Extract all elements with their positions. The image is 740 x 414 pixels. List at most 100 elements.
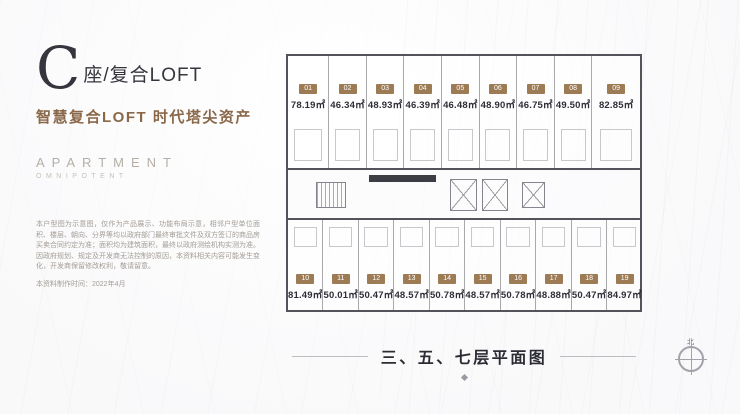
corridor-dark-bar (368, 175, 436, 182)
unit-number-badge: 19 (615, 274, 634, 284)
unit-number-badge: 12 (367, 274, 386, 284)
unit-area: 50.78㎡ (500, 290, 536, 301)
brand-line-apartment: APARTMENT (36, 155, 178, 171)
plan-unit: 11 50.01㎡ (322, 220, 358, 310)
unit-number-badge: 11 (331, 274, 350, 284)
caption-diamond-icon (460, 373, 468, 382)
unit-area: 48.57㎡ (465, 290, 500, 301)
plan-unit: 13 48.57㎡ (393, 220, 429, 310)
subtitle: 智慧复合LOFT 时代塔尖资产 (36, 109, 252, 127)
left-marketing-panel: C 座/复合LOFT 智慧复合LOFT 时代塔尖资产 APARTMENT OMN… (36, 34, 260, 289)
unit-interior-detail (600, 129, 633, 161)
unit-number-badge: 16 (509, 274, 528, 284)
plan-unit: 17 48.88㎡ (535, 220, 571, 310)
unit-number-badge: 03 (376, 84, 395, 94)
unit-number-badge: 14 (438, 274, 457, 284)
unit-interior-detail (506, 227, 530, 247)
plan-unit: 07 46.75㎡ (516, 56, 554, 168)
unit-area: 50.01㎡ (323, 290, 358, 301)
unit-interior-detail (523, 129, 548, 161)
unit-interior-detail (577, 227, 601, 247)
floor-plan: 01 78.19㎡ 02 46.34㎡ 03 48.93㎡ 04 46.39㎡ … (286, 54, 642, 312)
unit-interior-detail (612, 227, 637, 247)
caption-line-left (291, 355, 368, 357)
plan-unit: 10 81.49㎡ (288, 220, 322, 310)
plan-top-row: 01 78.19㎡ 02 46.34㎡ 03 48.93㎡ 04 46.39㎡ … (288, 56, 640, 168)
date-line: 本资料制作时间：2022年4月 (36, 280, 126, 288)
unit-number-badge: 07 (526, 84, 545, 94)
title-letter: C (36, 34, 81, 102)
unit-number-badge: 01 (299, 84, 318, 94)
plan-unit: 14 50.78㎡ (428, 220, 465, 310)
plan-unit: 05 46.48㎡ (441, 56, 479, 168)
unit-number-badge: 15 (473, 274, 492, 284)
unit-number-badge: 02 (338, 84, 357, 94)
plan-bottom-row: 10 81.49㎡ 11 50.01㎡ 12 50.47㎡ 13 48.57㎡ … (288, 220, 642, 310)
unit-number-badge: 08 (564, 84, 583, 94)
unit-interior-detail (335, 129, 360, 161)
unit-area: 50.78㎡ (429, 290, 465, 301)
unit-area: 48.93㎡ (367, 100, 403, 111)
unit-area: 48.90㎡ (480, 100, 516, 111)
unit-area: 46.34㎡ (330, 100, 365, 111)
brand-line-omnipotent: OMNIPOTENT (36, 173, 128, 181)
unit-area: 48.88㎡ (536, 290, 571, 301)
unit-area: 46.75㎡ (518, 100, 553, 111)
unit-interior-detail (485, 129, 511, 161)
plan-unit: 18 50.47㎡ (570, 220, 607, 310)
unit-interior-detail (541, 227, 566, 247)
unit-area: 84.97㎡ (607, 290, 642, 301)
unit-number-badge: 13 (402, 274, 421, 284)
unit-number-badge: 10 (296, 274, 315, 284)
compass-icon: 北 (675, 339, 707, 375)
unit-area: 46.39㎡ (405, 100, 440, 111)
plan-unit: 04 46.39㎡ (403, 56, 441, 168)
plan-caption: 三、五、七层平面图 (380, 350, 548, 367)
unit-interior-detail (410, 129, 436, 161)
unit-interior-detail (294, 129, 322, 161)
unit-number-badge: 18 (580, 274, 599, 284)
elevator-core (449, 178, 477, 212)
plan-corridor (288, 168, 640, 220)
unit-area: 50.47㎡ (571, 290, 607, 301)
plan-unit: 16 50.78㎡ (499, 220, 536, 310)
unit-interior-detail (329, 227, 353, 247)
unit-interior-detail (293, 227, 317, 247)
unit-interior-detail (399, 227, 424, 247)
unit-number-badge: 06 (488, 84, 507, 94)
plan-unit: 03 48.93㎡ (365, 56, 404, 168)
unit-number-badge: 17 (544, 274, 563, 284)
plan-unit: 08 49.50㎡ (553, 56, 592, 168)
unit-area: 78.19㎡ (290, 100, 326, 111)
disclaimer-text: 本户型图为示意图，仅作为产品展示、功能布局示意，相邻户型单位面积、楼层、朝向、分… (36, 221, 260, 271)
unit-number-badge: 09 (607, 84, 626, 94)
plan-unit: 19 84.97㎡ (606, 220, 642, 310)
elevator-core (481, 178, 509, 212)
compass-north-label: 北 (687, 339, 694, 346)
plan-unit: 15 48.57㎡ (464, 220, 500, 310)
brand-block: APARTMENT OMNIPOTENT (36, 155, 260, 180)
unit-area: 81.49㎡ (288, 290, 323, 301)
unit-area: 50.47㎡ (358, 290, 394, 301)
plan-unit: 12 50.47㎡ (357, 220, 394, 310)
title-rest: 座/复合LOFT (83, 65, 203, 87)
unit-interior-detail (364, 227, 388, 247)
unit-interior-detail (435, 227, 459, 247)
unit-area: 49.50㎡ (555, 100, 591, 111)
unit-area: 46.48㎡ (443, 100, 478, 111)
plan-unit: 02 46.34㎡ (328, 56, 366, 168)
unit-area: 48.57㎡ (394, 290, 429, 301)
plan-unit: 09 82.85㎡ (591, 56, 640, 168)
plan-unit: 06 48.90㎡ (478, 56, 517, 168)
unit-interior-detail (372, 129, 398, 161)
caption-line-right (560, 355, 637, 357)
unit-area: 82.85㎡ (598, 100, 634, 111)
stairwell (316, 181, 347, 209)
elevator-core (522, 182, 546, 208)
unit-number-badge: 05 (451, 84, 470, 94)
unit-interior-detail (470, 227, 495, 247)
unit-number-badge: 04 (413, 84, 432, 94)
unit-interior-detail (560, 129, 586, 161)
page-title: C 座/复合LOFT (36, 34, 260, 102)
